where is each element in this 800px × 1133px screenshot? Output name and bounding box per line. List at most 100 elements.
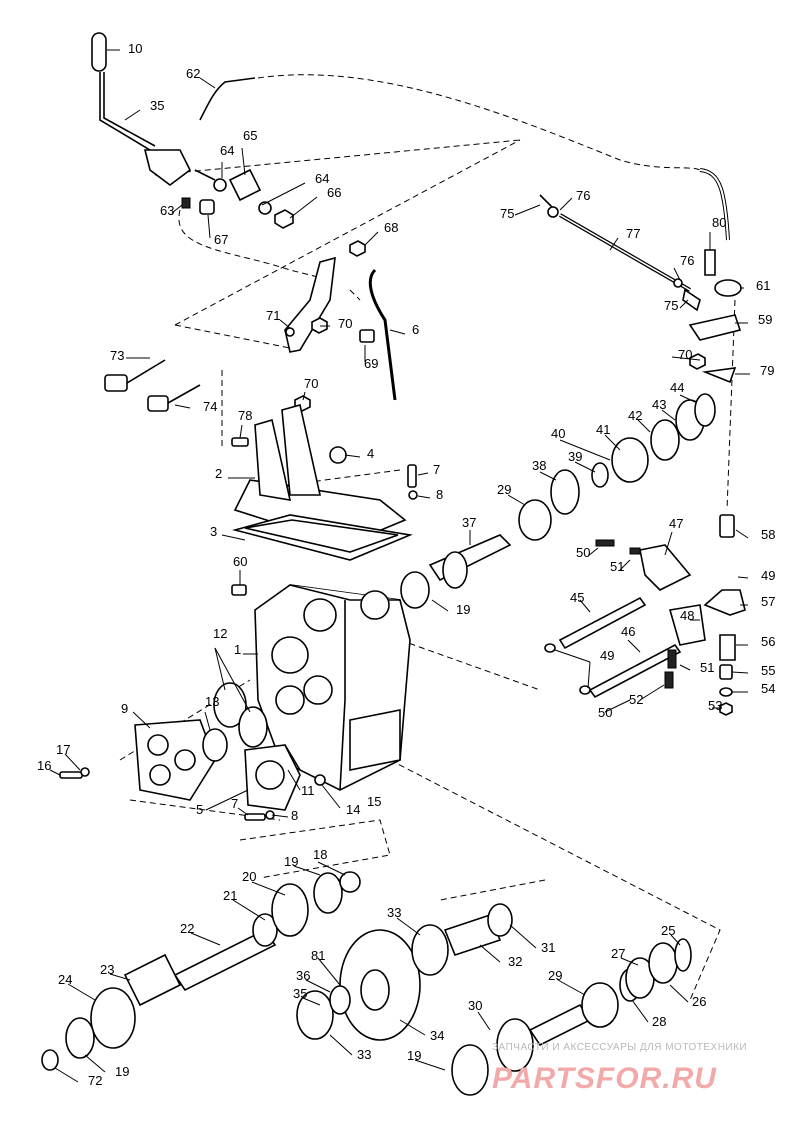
leader-lines: [49, 49, 750, 1083]
callout-76: 76: [680, 253, 694, 268]
callout-46: 46: [621, 624, 635, 639]
callout-25: 25: [661, 923, 675, 938]
gearbox-housing: [254, 584, 411, 791]
callout-38: 38: [532, 458, 546, 473]
callout-49: 49: [600, 648, 614, 663]
callout-50: 50: [576, 545, 590, 560]
callout-81: 81: [311, 948, 325, 963]
callout-80: 80: [712, 215, 726, 230]
callout-6: 6: [412, 322, 419, 337]
callout-2: 2: [215, 466, 222, 481]
callout-33: 33: [387, 905, 401, 920]
callout-16: 16: [37, 758, 51, 773]
callout-78: 78: [238, 408, 252, 423]
callout-8: 8: [436, 487, 443, 502]
callout-45: 45: [570, 590, 584, 605]
callout-58: 58: [761, 527, 775, 542]
callout-23: 23: [100, 962, 114, 977]
callout-40: 40: [551, 426, 565, 441]
callout-66: 66: [327, 185, 341, 200]
callout-31: 31: [541, 940, 555, 955]
callout-1: 1: [234, 642, 241, 657]
callout-70: 70: [678, 347, 692, 362]
callout-57: 57: [761, 594, 775, 609]
callout-72: 72: [88, 1073, 102, 1088]
callout-67: 67: [214, 232, 228, 247]
callout-60: 60: [233, 554, 247, 569]
callout-69: 69: [364, 356, 378, 371]
callout-28: 28: [652, 1014, 666, 1029]
callout-17: 17: [56, 742, 70, 757]
callout-24: 24: [58, 972, 72, 987]
callout-35: 35: [150, 98, 164, 113]
callout-48: 48: [680, 608, 694, 623]
callout-34: 34: [430, 1028, 444, 1043]
callout-19: 19: [284, 854, 298, 869]
callout-5: 5: [196, 802, 203, 817]
top-cover: [231, 404, 418, 596]
bracket-and-bolts: [104, 256, 397, 447]
callout-18: 18: [313, 847, 327, 862]
callout-20: 20: [242, 869, 256, 884]
callout-70: 70: [304, 376, 318, 391]
callout-65: 65: [243, 128, 257, 143]
callout-47: 47: [669, 516, 683, 531]
callout-39: 39: [568, 449, 582, 464]
callout-30: 30: [468, 998, 482, 1013]
callout-75: 75: [664, 298, 678, 313]
shift-lever: [91, 32, 216, 186]
callout-22: 22: [180, 921, 194, 936]
callout-50: 50: [598, 705, 612, 720]
callout-10: 10: [128, 41, 142, 56]
callout-9: 9: [121, 701, 128, 716]
callout-12: 12: [213, 626, 227, 641]
callout-59: 59: [758, 312, 772, 327]
callout-13: 13: [205, 694, 219, 709]
lower-gear-train: [41, 871, 692, 1096]
callout-68: 68: [384, 220, 398, 235]
callout-79: 79: [760, 363, 774, 378]
side-covers: [59, 682, 326, 821]
callout-56: 56: [761, 634, 775, 649]
linkage-parts: [181, 168, 742, 384]
callout-19: 19: [456, 602, 470, 617]
callout-29: 29: [548, 968, 562, 983]
callout-21: 21: [223, 888, 237, 903]
callout-74: 74: [203, 399, 217, 414]
callout-76: 76: [576, 188, 590, 203]
watermark-tagline: ЗАПЧАСТИ И АКСЕССУАРЫ ДЛЯ МОТОТЕХНИКИ: [492, 1042, 747, 1053]
callout-26: 26: [692, 994, 706, 1009]
callout-75: 75: [500, 206, 514, 221]
callout-43: 43: [652, 397, 666, 412]
callout-64: 64: [220, 143, 234, 158]
callout-29: 29: [497, 482, 511, 497]
callout-19: 19: [407, 1048, 421, 1063]
callout-35: 35: [293, 986, 307, 1001]
callout-11: 11: [301, 783, 315, 798]
callout-8: 8: [291, 808, 298, 823]
callout-49: 49: [761, 568, 775, 583]
callout-61: 61: [756, 278, 770, 293]
watermark: ЗАПЧАСТИ И АКСЕССУАРЫ ДЛЯ МОТОТЕХНИКИ PA…: [492, 1042, 747, 1095]
callout-4: 4: [367, 446, 374, 461]
callout-36: 36: [296, 968, 310, 983]
callout-19: 19: [115, 1064, 129, 1079]
callout-7: 7: [231, 796, 238, 811]
callout-73: 73: [110, 348, 124, 363]
callout-54: 54: [761, 681, 775, 696]
callout-63: 63: [160, 203, 174, 218]
callout-7: 7: [433, 462, 440, 477]
callout-52: 52: [629, 692, 643, 707]
callout-51: 51: [610, 559, 624, 574]
upper-shaft-assembly: [400, 393, 716, 609]
callout-44: 44: [670, 380, 684, 395]
callout-42: 42: [628, 408, 642, 423]
callout-71: 71: [266, 308, 280, 323]
cable: [199, 77, 730, 241]
callout-14: 14: [346, 802, 360, 817]
callout-64: 64: [315, 171, 329, 186]
callout-70: 70: [338, 316, 352, 331]
callout-3: 3: [210, 524, 217, 539]
